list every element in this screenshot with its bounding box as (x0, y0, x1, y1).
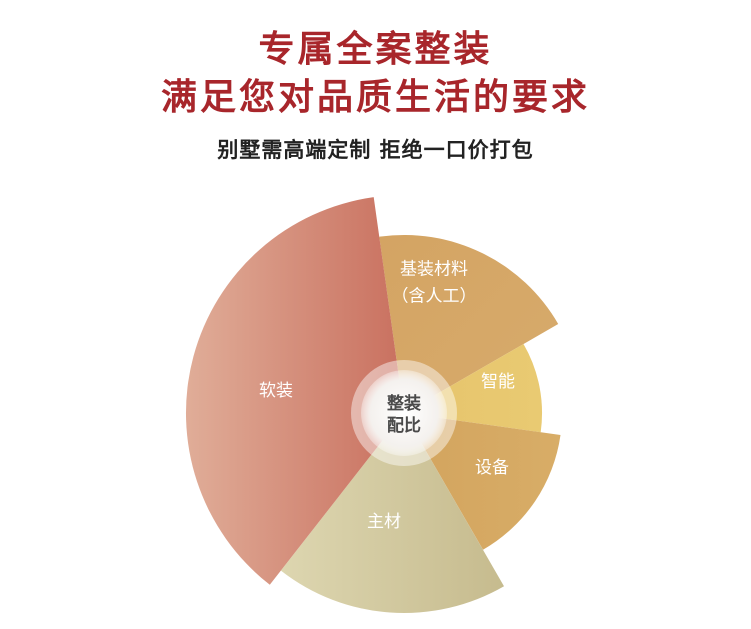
pie-slice-4 (280, 413, 504, 613)
pie-slice-1 (379, 234, 559, 413)
slice-label-5: 软装 (259, 381, 293, 401)
pie-slice-5 (185, 197, 404, 585)
slice-label-4: 主材 (367, 512, 401, 532)
center-circle (361, 370, 447, 456)
subtitle: 别墅需高端定制 拒绝一口价打包 (217, 138, 534, 162)
slice-label-2: 智能 (481, 372, 515, 392)
slice-label-1: 基装材料（含人工） (392, 260, 477, 307)
slice-label-3: 设备 (475, 458, 509, 478)
title-line-1: 专属全案整装 (258, 29, 493, 70)
center-label: 整装配比 (387, 393, 421, 436)
pie-slice-3 (404, 413, 561, 550)
title-line-2: 满足您对品质生活的要求 (160, 77, 590, 118)
